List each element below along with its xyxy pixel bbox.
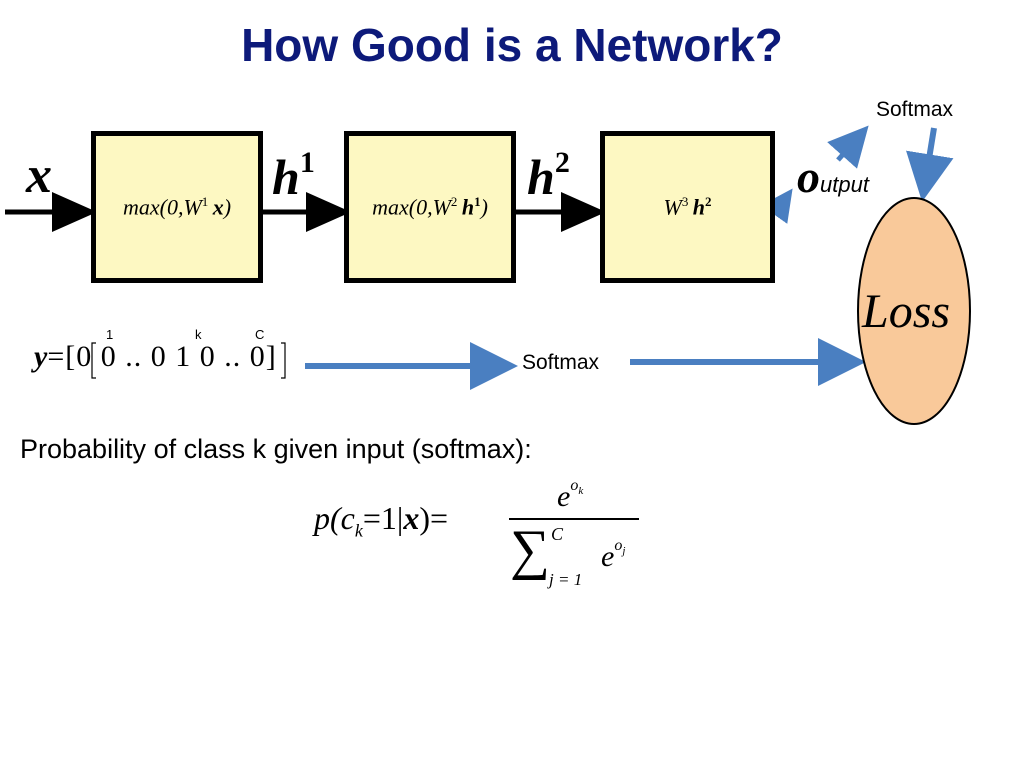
loss-label: Loss bbox=[862, 285, 951, 338]
target-bracket-left bbox=[91, 342, 96, 379]
loss-node bbox=[857, 197, 971, 425]
page-title: How Good is a Network? bbox=[241, 19, 783, 71]
formula-numerator: eok bbox=[557, 477, 584, 513]
index-label-k: k bbox=[195, 327, 202, 342]
sum-lower-limit: j = 1 bbox=[549, 570, 583, 589]
hidden-2-label: h2 bbox=[527, 146, 570, 205]
layer-2-box: max(0,W2 h1) bbox=[344, 131, 516, 283]
layer-1-formula: max(0,W1 x) bbox=[122, 193, 232, 220]
softmax-label-top: Softmax bbox=[876, 98, 954, 121]
index-label-1: 1 bbox=[106, 327, 114, 342]
probability-caption: Probability of class k given input (soft… bbox=[20, 434, 532, 464]
formula-lhs: p(ck=1|x)= bbox=[314, 500, 449, 541]
arrow-layer3-to-output bbox=[761, 188, 793, 224]
target-bracket-right bbox=[281, 342, 286, 379]
arrow-output-to-softmax bbox=[827, 125, 869, 169]
arrow-softmax-to-loss bbox=[906, 127, 954, 202]
input-variable: x bbox=[26, 147, 52, 204]
formula-denominator-term: eoj bbox=[601, 537, 626, 573]
layer-2-formula: max(0,W2 h1) bbox=[372, 193, 488, 220]
sum-symbol: ∑ bbox=[510, 519, 550, 581]
target-vector: y=[0 0 .. 0 1 0 .. 0] bbox=[34, 340, 277, 373]
layer-3-formula: W3 h2 bbox=[663, 194, 712, 220]
layer-3-box: W3 h2 bbox=[600, 131, 775, 283]
index-label-c: C bbox=[255, 327, 265, 342]
softmax-label-mid: Softmax bbox=[522, 351, 600, 374]
layer-1-box: max(0,W1 x) bbox=[91, 131, 263, 283]
output-label: output bbox=[797, 151, 869, 202]
sum-upper-limit: C bbox=[551, 524, 564, 544]
hidden-1-label: h1 bbox=[272, 146, 315, 205]
